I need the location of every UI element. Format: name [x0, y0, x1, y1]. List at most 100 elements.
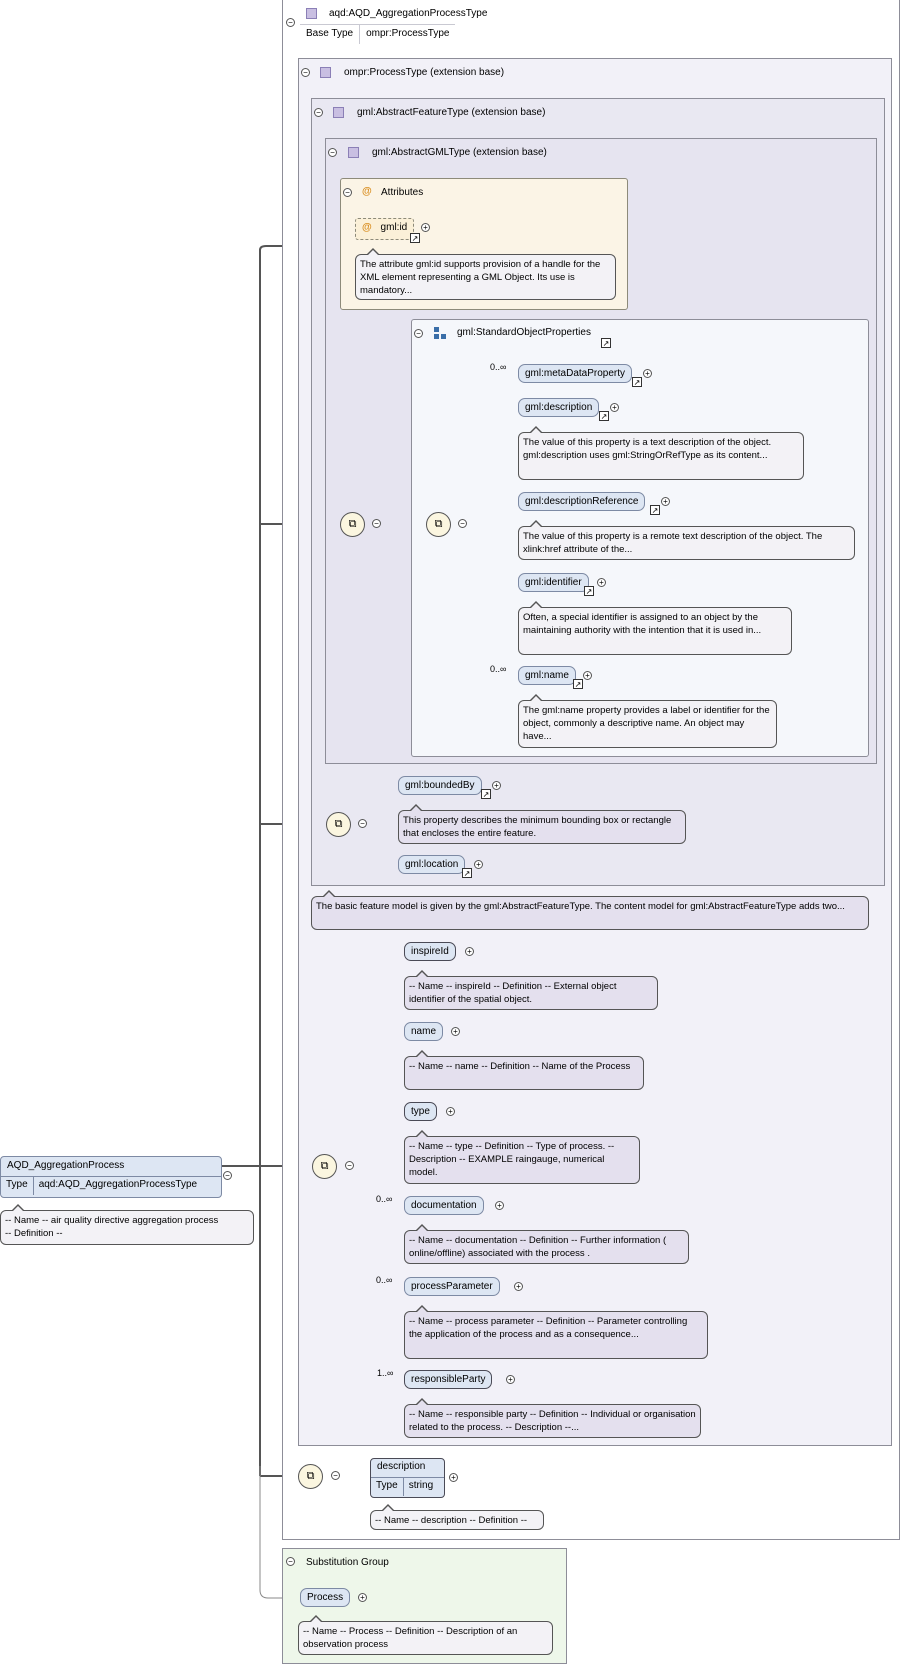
metadata-property-reference-icon[interactable] — [632, 377, 642, 387]
documentation-expand-toggle[interactable] — [495, 1201, 504, 1210]
feature-type-collapse-toggle[interactable] — [314, 108, 323, 117]
gml-description-expand-toggle[interactable] — [610, 403, 619, 412]
sequence-compositor-icon[interactable]: ⧉ — [340, 512, 365, 537]
process-parameter-expand-toggle[interactable] — [514, 1282, 523, 1291]
gml-name-reference-icon[interactable] — [573, 679, 583, 689]
bounded-by-doc: This property describes the minimum boun… — [398, 804, 686, 844]
process-substitution-expand-toggle[interactable] — [358, 1593, 367, 1602]
gml-id-doc: The attribute gml:id supports provision … — [355, 248, 616, 300]
responsible-party-expand-toggle[interactable] — [506, 1375, 515, 1384]
gml-id-expand-toggle[interactable] — [421, 223, 430, 232]
gml-id-attribute[interactable]: @ gml:id — [355, 218, 415, 240]
cardinality-label: 0..∞ — [490, 362, 507, 372]
substitution-collapse-toggle[interactable] — [286, 1557, 295, 1566]
gml-name-expand-toggle[interactable] — [583, 671, 592, 680]
description-element-name: description — [371, 1459, 444, 1478]
substitution-title: Substitution Group — [306, 1557, 389, 1568]
bounded-sequence-toggle[interactable] — [358, 819, 367, 828]
metadata-property-element[interactable]: gml:metaDataProperty — [518, 364, 633, 383]
base-type-value: ompr:ProcessType — [366, 28, 450, 39]
standard-props-sequence-toggle[interactable] — [458, 519, 467, 528]
standard-props-title: gml:StandardObjectProperties — [457, 327, 591, 338]
description-element[interactable]: description Type string — [370, 1458, 445, 1498]
feature-type-title: gml:AbstractFeatureType (extension base) — [357, 107, 546, 118]
process-type-collapse-toggle[interactable] — [301, 68, 310, 77]
location-element[interactable]: gml:location — [398, 855, 466, 874]
gml-identifier-reference-icon[interactable] — [584, 586, 594, 596]
cardinality-label: 0..∞ — [376, 1194, 393, 1204]
bounded-by-reference-icon[interactable] — [481, 789, 491, 799]
name-element[interactable]: name — [404, 1022, 444, 1041]
bounded-sequence-icon[interactable]: ⧉ — [326, 812, 351, 837]
standard-props-collapse-toggle[interactable] — [414, 329, 423, 338]
gml-identifier-expand-toggle[interactable] — [597, 578, 606, 587]
feature-type-doc: The basic feature model is given by the … — [311, 890, 869, 930]
sequence-collapse-toggle[interactable] — [372, 519, 381, 528]
gml-description-element[interactable]: gml:description — [518, 398, 600, 417]
inspire-id-expand-toggle[interactable] — [465, 947, 474, 956]
description-type-label: Type — [371, 1478, 404, 1496]
complex-type-collapse-toggle[interactable] — [286, 18, 295, 27]
type-doc: -- Name -- type -- Definition -- Type of… — [404, 1130, 640, 1184]
standard-props-sequence-icon[interactable]: ⧉ — [426, 512, 451, 537]
cardinality-label: 0..∞ — [376, 1275, 393, 1285]
gml-id-reference-icon[interactable] — [410, 233, 420, 243]
process-sequence-toggle[interactable] — [345, 1161, 354, 1170]
process-type-icon — [320, 67, 331, 78]
root-element-doc: -- Name -- air quality directive aggrega… — [0, 1204, 254, 1245]
gml-description-reference-element[interactable]: gml:descriptionReference — [518, 492, 646, 511]
gml-identifier-element[interactable]: gml:identifier — [518, 573, 589, 592]
cardinality-label: 1..∞ — [377, 1368, 394, 1378]
process-type-title: ompr:ProcessType (extension base) — [344, 67, 505, 78]
documentation-element[interactable]: documentation — [404, 1196, 484, 1215]
attributes-collapse-toggle[interactable] — [343, 188, 352, 197]
root-element[interactable]: AQD_AggregationProcess Type aqd:AQD_Aggr… — [0, 1156, 222, 1198]
description-expand-toggle[interactable] — [449, 1473, 458, 1482]
responsible-party-element[interactable]: responsibleParty — [404, 1370, 493, 1389]
gml-description-doc: The value of this property is a text des… — [518, 426, 804, 480]
gml-description-reference-ref-icon[interactable] — [650, 505, 660, 515]
inspire-id-element[interactable]: inspireId — [404, 942, 456, 961]
gml-type-title: gml:AbstractGMLType (extension base) — [372, 147, 547, 158]
gml-name-doc: The gml:name property provides a label o… — [518, 694, 777, 748]
process-sequence-icon[interactable]: ⧉ — [312, 1154, 337, 1179]
complex-type-icon — [306, 8, 317, 19]
process-substitution-element[interactable]: Process — [300, 1588, 351, 1607]
gml-identifier-doc: Often, a special identifier is assigned … — [518, 601, 792, 655]
gml-name-element[interactable]: gml:name — [518, 666, 576, 685]
bounded-by-element[interactable]: gml:boundedBy — [398, 776, 482, 795]
type-expand-toggle[interactable] — [446, 1107, 455, 1116]
description-sequence-icon[interactable]: ⧉ — [298, 1464, 323, 1489]
process-parameter-element[interactable]: processParameter — [404, 1277, 500, 1296]
gml-description-reference-expand-toggle[interactable] — [661, 497, 670, 506]
bounded-by-expand-toggle[interactable] — [492, 781, 501, 790]
name-doc: -- Name -- name -- Definition -- Name of… — [404, 1050, 644, 1090]
gml-type-collapse-toggle[interactable] — [328, 148, 337, 157]
attribute-at-icon: @ — [362, 186, 372, 197]
name-expand-toggle[interactable] — [451, 1027, 460, 1036]
standard-props-reference-icon[interactable] — [601, 338, 611, 348]
base-type-label: Base Type — [300, 25, 361, 44]
process-parameter-doc: -- Name -- process parameter -- Definiti… — [404, 1305, 708, 1359]
gml-description-reference-icon[interactable] — [599, 411, 609, 421]
root-collapse-toggle[interactable] — [223, 1171, 232, 1180]
gml-type-icon — [348, 147, 359, 158]
location-reference-icon[interactable] — [462, 868, 472, 878]
description-doc: -- Name -- description -- Definition -- — [370, 1504, 544, 1530]
root-element-name: AQD_AggregationProcess — [1, 1157, 221, 1177]
root-type-label: Type — [1, 1177, 34, 1195]
gml-description-reference-doc: The value of this property is a remote t… — [518, 520, 855, 560]
attribute-icon: @ — [362, 222, 372, 233]
group-icon — [434, 327, 446, 339]
inspire-id-doc: -- Name -- inspireId -- Definition -- Ex… — [404, 970, 658, 1010]
description-type-value: string — [408, 1480, 434, 1491]
complex-type-title: aqd:AQD_AggregationProcessType — [329, 8, 488, 19]
metadata-property-expand-toggle[interactable] — [643, 369, 652, 378]
cardinality-label: 0..∞ — [490, 664, 507, 674]
type-element[interactable]: type — [404, 1102, 437, 1121]
responsible-party-doc: -- Name -- responsible party -- Definiti… — [404, 1398, 701, 1438]
attributes-title: Attributes — [381, 187, 424, 198]
description-sequence-toggle[interactable] — [331, 1471, 340, 1480]
gml-id-label: gml:id — [380, 222, 408, 233]
location-expand-toggle[interactable] — [474, 860, 483, 869]
